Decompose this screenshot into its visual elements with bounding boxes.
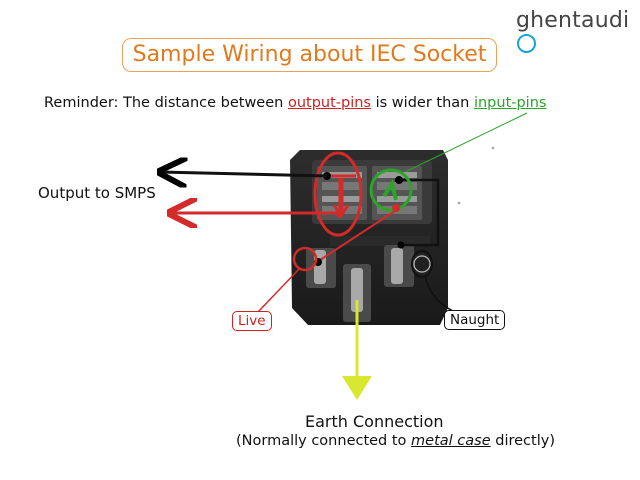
reminder-text: Reminder: The distance between output-pi… <box>44 95 546 111</box>
ghentaudio-logo: ghentaudi <box>516 8 640 58</box>
logo-text: ghent <box>516 8 582 33</box>
earth-note: (Normally connected to metal case direct… <box>236 433 555 449</box>
output-neutral-wire <box>160 172 456 313</box>
output-to-smps-label: Output to SMPS <box>38 184 156 202</box>
earth-note-suffix: directly) <box>490 433 555 449</box>
naught-label: Naught <box>444 310 506 330</box>
reminder-middle: is wider than <box>371 95 474 111</box>
earth-note-emphasis: metal case <box>411 433 491 449</box>
earth-note-prefix: (Normally connected to <box>236 433 412 449</box>
input-pins-marker <box>369 112 528 212</box>
reminder-output-pins: output-pins <box>287 95 371 111</box>
dust-dot <box>457 201 461 205</box>
earth-pin <box>343 264 371 322</box>
diagram-title: Sample Wiring about IEC Socket <box>122 38 497 72</box>
earth-connection-label: Earth Connection <box>305 412 444 431</box>
dust-dot <box>491 146 495 150</box>
neutral-pin <box>384 245 431 287</box>
output-live-wire <box>170 151 399 313</box>
reminder-input-pins: input-pins <box>473 95 547 111</box>
logo-text-accent: audi <box>581 8 630 33</box>
logo-o-icon <box>517 34 536 53</box>
live-label: Live <box>232 311 272 331</box>
reminder-prefix: Reminder: The distance between <box>44 95 288 111</box>
